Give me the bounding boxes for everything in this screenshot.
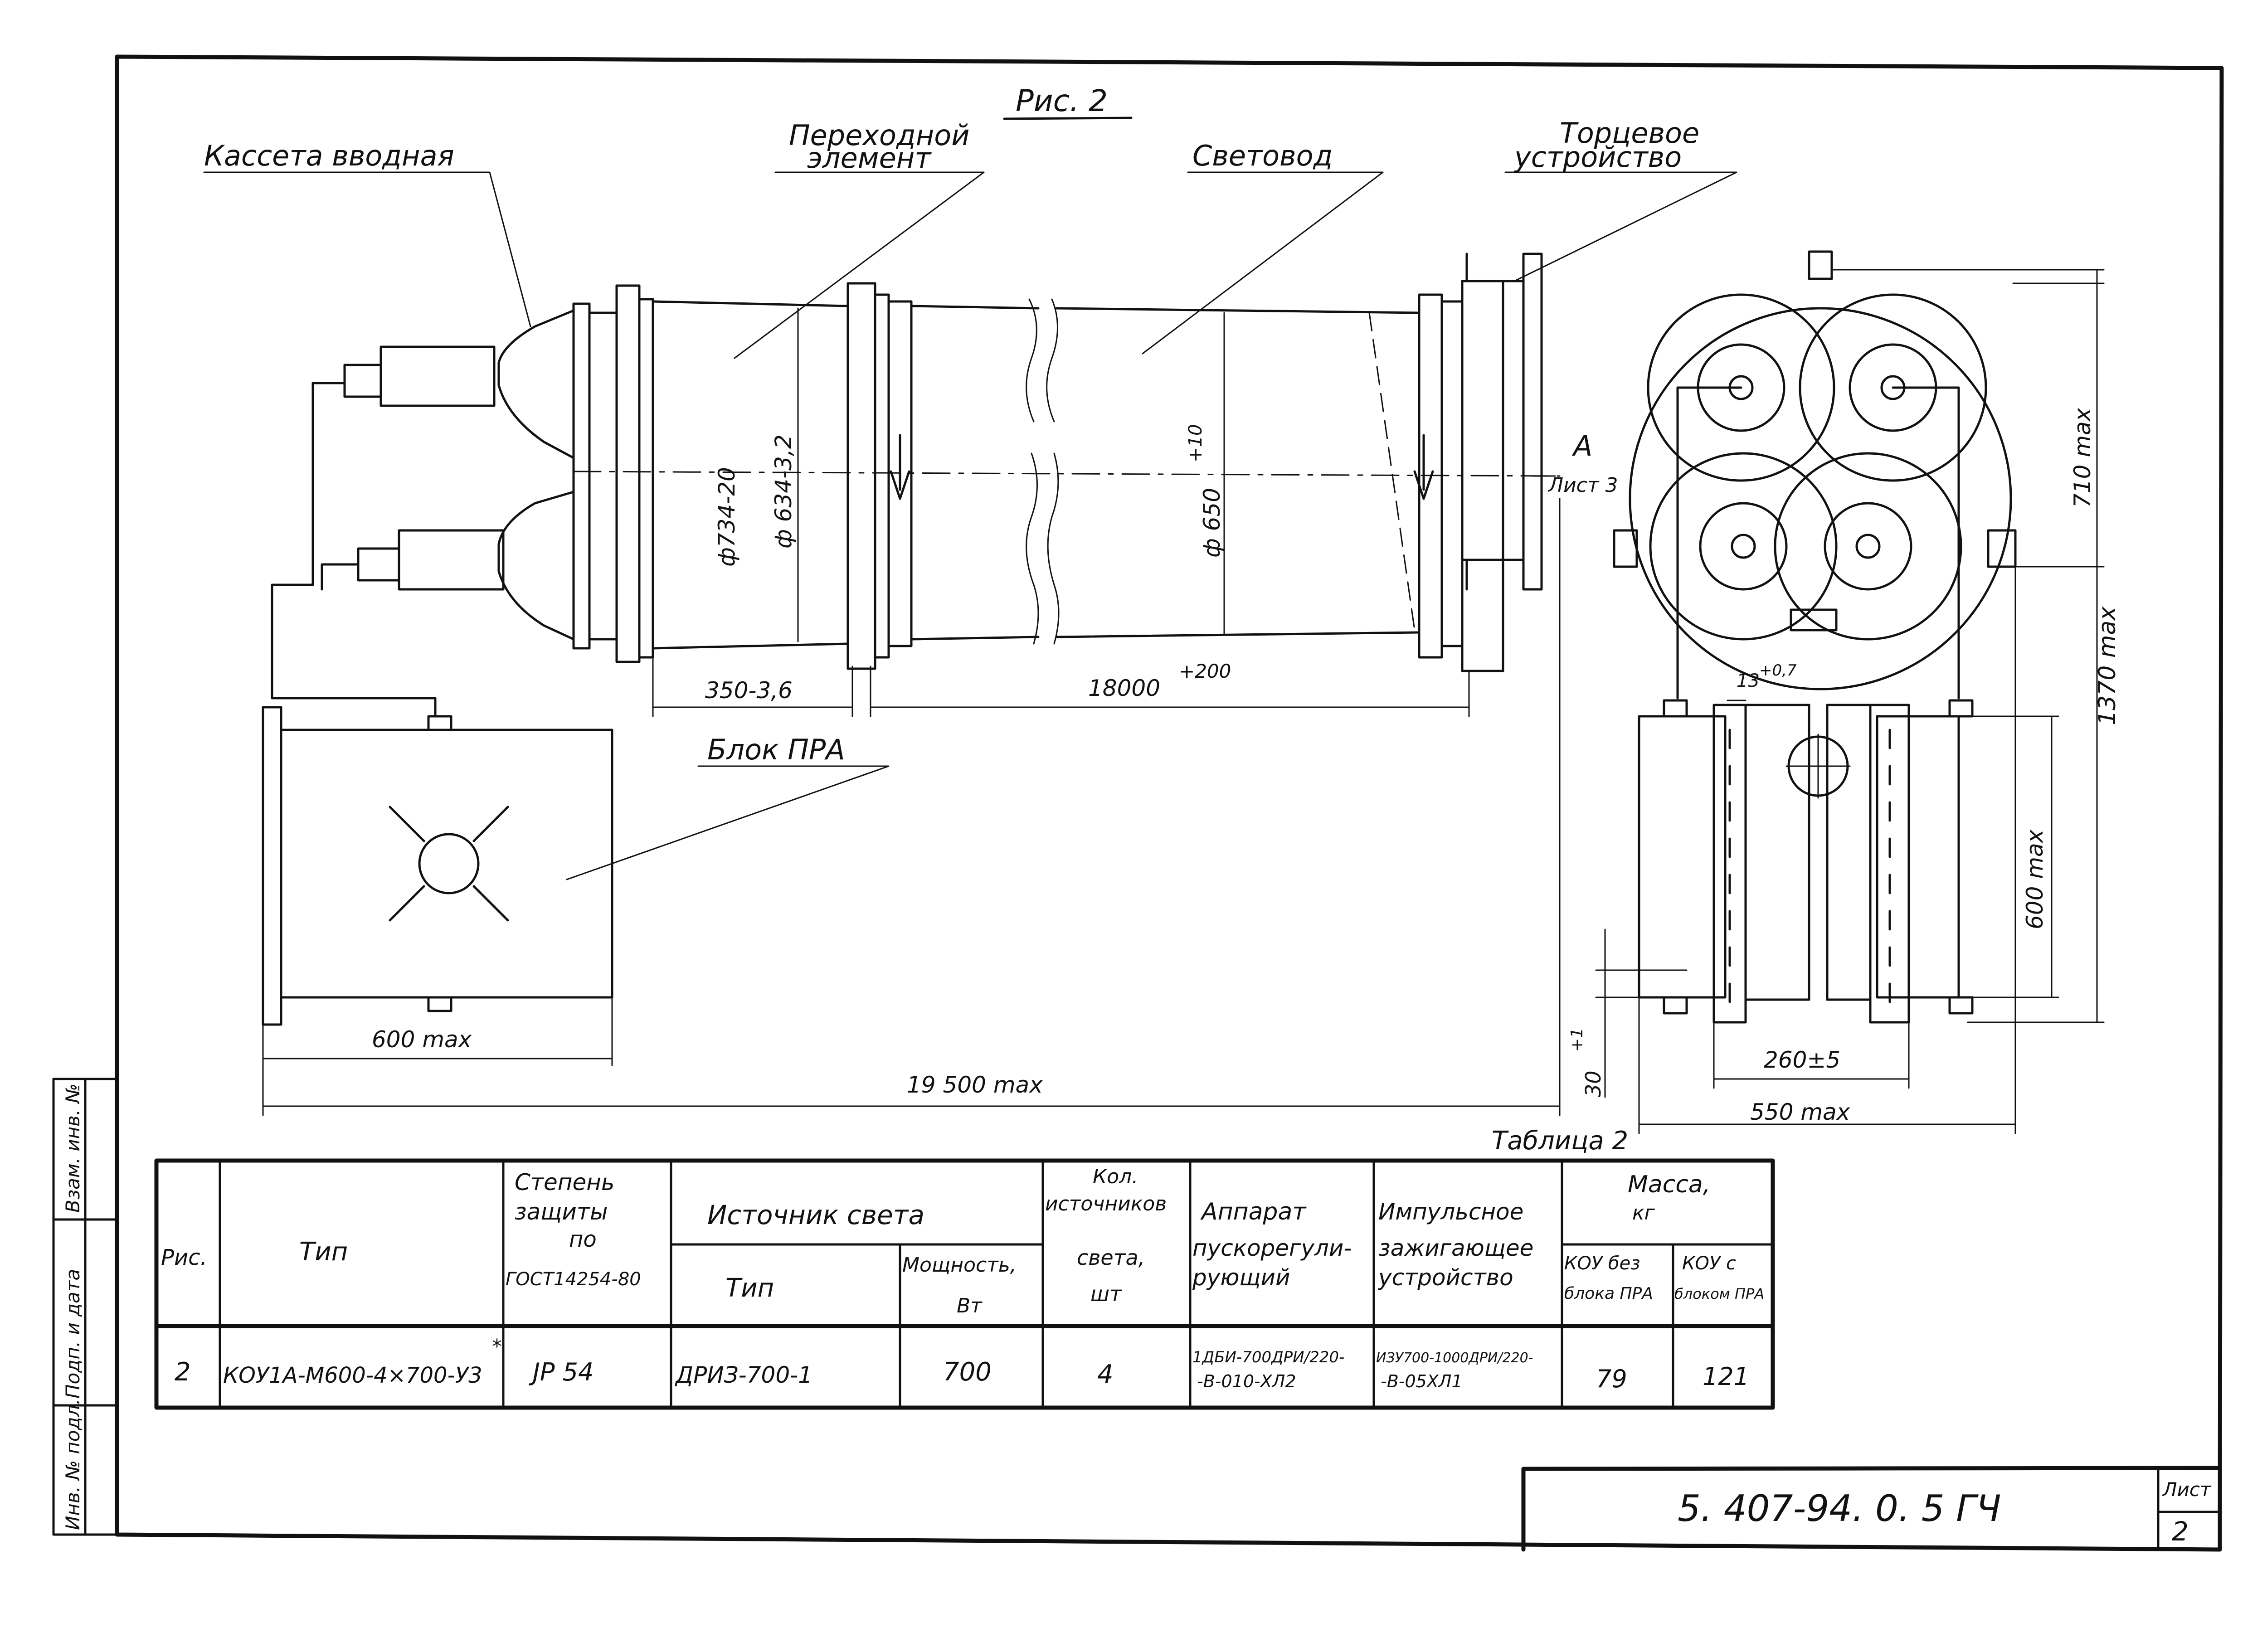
th-ignitor-2: зажигающее	[1378, 1235, 1533, 1261]
td-ballast-2: -В-010-ХЛ2	[1197, 1371, 1296, 1391]
th-mass-without-1: КОУ без	[1564, 1253, 1640, 1274]
dimension-lines-right	[1595, 269, 2105, 1134]
th-ls-type: Тип	[725, 1273, 774, 1303]
th-ignitor-1: Импульсное	[1378, 1199, 1523, 1225]
th-mass-with-2: блоком ПРА	[1674, 1285, 1764, 1302]
th-mass-1: Масса,	[1628, 1171, 1710, 1198]
dim-len-350: 350-3,6	[705, 677, 793, 704]
th-count-2: источников	[1045, 1192, 1167, 1215]
th-type: Тип	[299, 1237, 348, 1267]
dim-d634: ф 634-3,2	[770, 434, 797, 549]
dim-w-550: 550 max	[1750, 1099, 1850, 1125]
th-protection-2: защиты	[515, 1199, 608, 1225]
th-mass-2: кг	[1632, 1201, 1655, 1224]
td-ignitor-2: -В-05ХЛ1	[1381, 1371, 1463, 1391]
label-view-arrow: А	[1571, 429, 1592, 462]
td-count: 4	[1097, 1360, 1114, 1389]
dimension-lines-left	[262, 498, 1561, 1116]
th-ignitor-3: устройство	[1377, 1264, 1513, 1291]
table-caption: Таблица 2	[1492, 1126, 1628, 1156]
dim-h-30: 30	[1581, 1070, 1605, 1097]
dim-h-710: 710 max	[2069, 408, 2096, 508]
sheet-label: Лист	[2162, 1478, 2212, 1501]
th-mass-with-1: КОУ с	[1682, 1253, 1736, 1274]
th-count-4: шт	[1090, 1282, 1122, 1306]
dim-len-18000: 18000	[1088, 675, 1160, 701]
label-light-guide: Световод	[1192, 139, 1333, 172]
dim-gap-13: 13	[1737, 671, 1760, 691]
td-ballast-1: 1ДБИ-700ДРИ/220-	[1192, 1348, 1344, 1366]
dim-len-18000-tol: +200	[1179, 660, 1231, 682]
th-light-source: Источник света	[707, 1200, 924, 1230]
end-view	[1613, 250, 2017, 1024]
label-transition-element-2: элемент	[807, 141, 932, 175]
td-mass-with: 121	[1703, 1362, 1749, 1391]
td-ls-type: ДРИЗ-700-1	[675, 1362, 812, 1388]
td-type-mark: *	[492, 1335, 502, 1358]
th-protection-4: ГОСТ14254-80	[506, 1269, 641, 1290]
td-mass-without: 79	[1596, 1365, 1627, 1393]
spec-table-grid	[154, 1158, 1775, 1410]
dim-width-600: 600 max	[372, 1026, 472, 1053]
leader-lines	[203, 171, 1737, 880]
th-count-3: света,	[1077, 1245, 1145, 1270]
td-type: КОУ1А-М600-4×700-У3	[223, 1363, 482, 1388]
label-transition-element-1: Переходной	[789, 119, 970, 152]
sheet-number: 2	[2172, 1516, 2189, 1547]
side-stamp-inv-replace: Взам. инв. №	[62, 1084, 84, 1213]
dim-h-600: 600 max	[2022, 829, 2048, 929]
th-ls-power-1: Мощность,	[902, 1254, 1017, 1277]
label-input-cassette: Кассета вводная	[204, 139, 454, 172]
dim-h-1370: 1370 max	[2094, 606, 2121, 725]
label-ballast-block: Блок ПРА	[707, 733, 845, 766]
td-ls-power: 700	[943, 1357, 992, 1387]
th-protection-3: по	[569, 1227, 597, 1252]
th-ballast-3: рующий	[1192, 1264, 1290, 1291]
side-stamp-sign-date: Подп. и дата	[62, 1269, 84, 1399]
dim-d650-tol: +10	[1185, 424, 1206, 462]
th-count-1: Кол.	[1093, 1165, 1138, 1188]
label-view-sheet-ref: Лист 3	[1547, 474, 1618, 497]
dim-gap-13-tol: +0,7	[1759, 661, 1797, 680]
label-end-device-2: устройство	[1513, 141, 1682, 174]
dim-h-30-tol: +1	[1568, 1028, 1586, 1052]
td-protection: JP 54	[529, 1358, 594, 1386]
dim-d734: ф734-20	[714, 467, 740, 567]
th-ballast-1: Аппарат	[1200, 1198, 1307, 1225]
figure-title: Рис. 2	[1016, 83, 1108, 118]
td-fig: 2	[175, 1357, 191, 1387]
side-stamp-inv-orig: Инв. № подл.	[62, 1399, 84, 1530]
doc-code: 5. 407-94. 0. 5 ГЧ	[1678, 1487, 2001, 1530]
th-ls-power-2: Вт	[957, 1294, 983, 1317]
th-fig: Рис.	[161, 1245, 207, 1270]
sheet-frame	[52, 54, 2224, 1552]
dim-w-260: 260±5	[1764, 1047, 1840, 1073]
light-guide-side-view	[262, 253, 1561, 1026]
th-protection-1: Степень	[515, 1169, 614, 1195]
td-ignitor-1: ИЗУ700-1000ДРИ/220-	[1376, 1350, 1533, 1366]
dim-d650: ф 650	[1199, 488, 1225, 558]
dim-total-19500: 19 500 max	[907, 1072, 1043, 1098]
label-end-device-1: Торцевое	[1560, 117, 1699, 150]
th-mass-without-2: блока ПРА	[1564, 1284, 1653, 1303]
th-ballast-2: пускорегули-	[1192, 1235, 1352, 1261]
